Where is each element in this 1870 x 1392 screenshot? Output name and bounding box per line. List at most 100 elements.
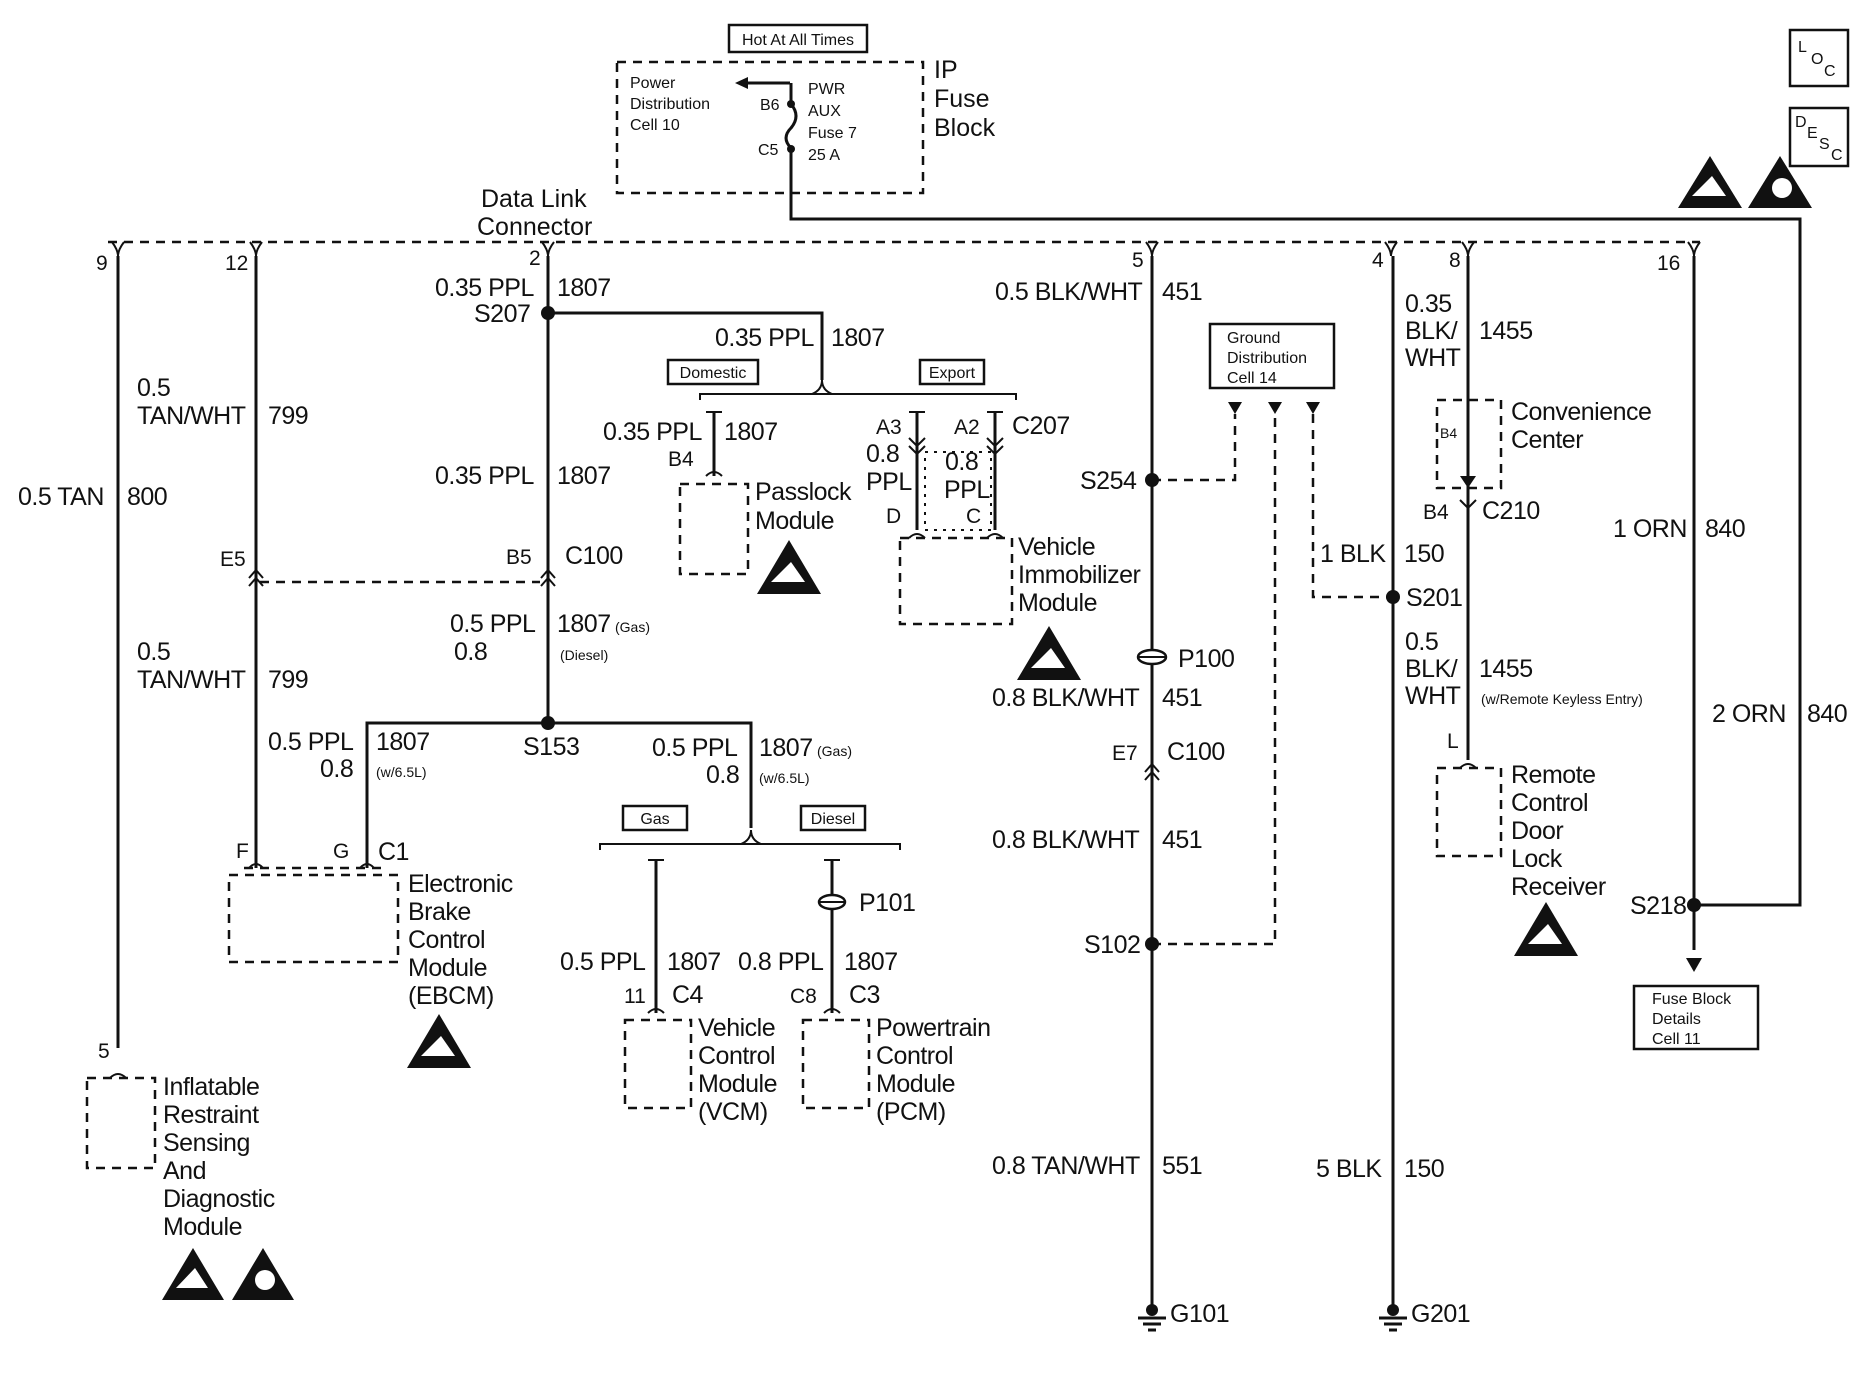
col12-lower-size: 0.5: [137, 638, 170, 666]
dlc-pin-ticks: [111, 241, 1701, 257]
sdm-module-outline: [85, 1076, 157, 1170]
passlock-label-1: Passlock: [755, 478, 852, 506]
airbag-warning-icon: [1748, 156, 1812, 208]
pcm-label-4: (PCM): [876, 1098, 946, 1126]
c100-conn-label: C100: [565, 542, 623, 570]
col12-lower-circuit: 799: [268, 666, 308, 694]
fuse-element-icon: [784, 83, 798, 150]
loc-icon-c: C: [1824, 63, 1836, 80]
vcm-module-outline: [623, 1018, 693, 1110]
fuse-label-2: AUX: [808, 103, 841, 120]
col5-c3: 451: [1162, 826, 1202, 854]
ebcm-label-1: Electronic: [408, 870, 513, 898]
conv-label-1: Convenience: [1511, 398, 1651, 426]
splice-s254-node: [1145, 473, 1159, 487]
c100-b5-tick: [540, 568, 556, 587]
fuse-block-details-arrow-icon: [1686, 958, 1702, 972]
col2-mid-wire: 0.35 PPL: [435, 462, 534, 490]
desc-icon-e: E: [1807, 125, 1818, 142]
col12-upper-size: 0.5: [137, 374, 170, 402]
vim-a2-color: PPL: [944, 476, 990, 504]
pcm-circuit: 1807: [844, 948, 898, 976]
gdc-box: [1208, 322, 1336, 390]
splice-s102-label: S102: [1084, 931, 1140, 959]
vim-esd-warning-icon: [1017, 626, 1081, 680]
pl-branch-wire: 0.35 PPL: [715, 324, 814, 352]
col5-w4: 0.8 TAN/WHT: [992, 1152, 1140, 1180]
col8-size1: 0.35: [1405, 290, 1452, 318]
col8-c1: 1455: [1479, 317, 1533, 345]
desc-icon-s: S: [1819, 136, 1830, 153]
convenience-center-outline: [1435, 398, 1503, 490]
pcm-label-3: Module: [876, 1070, 955, 1098]
vim-label-1: Vehicle: [1018, 533, 1095, 561]
col16-c1: 840: [1705, 515, 1745, 543]
conv-pin-b4-inner: B4: [1440, 425, 1457, 441]
ground-g201-icon: [1379, 1304, 1407, 1332]
splice-s201-label: S201: [1406, 584, 1462, 612]
sdm-label-4: And: [163, 1157, 206, 1185]
loc-icon-l: L: [1798, 39, 1807, 56]
fbd-label-2: Details: [1652, 1011, 1701, 1028]
vim-module-outline: [898, 536, 1014, 626]
pl-branch-circuit: 1807: [831, 324, 885, 352]
vim-label-3: Module: [1018, 589, 1097, 617]
hot-at-all-times-label: Hot At All Times: [742, 32, 854, 49]
splice-s207-label: S207: [474, 300, 530, 328]
col12-upper-circuit: 799: [268, 402, 308, 430]
splice-s218-node: [1687, 898, 1701, 912]
rcdlr-label-3: Door: [1511, 817, 1563, 845]
loc-icon: [1788, 28, 1850, 88]
col2-low-wire-1: 0.5 PPL: [450, 610, 536, 638]
col8-color2a: BLK/: [1405, 655, 1458, 683]
ebcm-wire-2: 0.8: [320, 755, 353, 783]
pl-circuit-label: 1807: [724, 418, 778, 446]
dlc-pin-4: 4: [1372, 249, 1384, 272]
ebcm-circuit: 1807: [376, 728, 430, 756]
c210-pin-b4: B4: [1423, 501, 1449, 524]
gdc-arrow-icons: [1228, 402, 1320, 414]
c100-e5-tick: [248, 568, 264, 587]
ebcm-esd-warning-icon: [407, 1014, 471, 1068]
vcm-label-2: Control: [698, 1042, 775, 1070]
vcm-wire: 0.5 PPL: [560, 948, 646, 976]
ebcm-conn-c1: C1: [378, 838, 409, 866]
ground-link-s201: [1311, 414, 1393, 599]
col2-low-circuit: 1807: [557, 610, 611, 638]
ip-fuse-block-title-3: Block: [934, 114, 996, 142]
pcm-option-bracket: [599, 829, 901, 850]
vcm-conn-ticks: [647, 859, 665, 1014]
fuse-pin-c5: C5: [758, 142, 779, 159]
dlc-pin-12: 12: [225, 252, 248, 275]
pdc-label-1: Power: [630, 75, 676, 92]
c100-pin-e7: E7: [1112, 742, 1138, 765]
ground-g101-label: G101: [1170, 1300, 1229, 1328]
esd-warning-icon: [1678, 156, 1742, 208]
dlc-pin-16: 16: [1657, 252, 1680, 275]
wire-1807-passlock-feed: [548, 311, 824, 380]
col9-circuit-label: 800: [127, 483, 167, 511]
col2-diesel-note: (Diesel): [560, 647, 608, 663]
c210-conn: C210: [1482, 497, 1540, 525]
c210-tick: [1459, 499, 1477, 510]
vim-label-2: Immobilizer: [1018, 561, 1140, 589]
splice-s254-label: S254: [1080, 467, 1137, 495]
ground-g201-label: G201: [1411, 1300, 1470, 1328]
dlc-title-1: Data Link: [481, 185, 587, 213]
ground-link-s102: [1152, 414, 1277, 946]
ebcm-note: (w/6.5L): [376, 764, 427, 780]
rcdlr-module-outline: [1435, 766, 1503, 858]
c100-e7-conn: C100: [1167, 738, 1225, 766]
c207-pin-a3: A3: [876, 416, 902, 439]
dlc-pin-9: 9: [96, 252, 108, 275]
sdm-label-2: Restraint: [163, 1101, 259, 1129]
vcm-conn-c4: C4: [672, 981, 704, 1009]
pcm-feed-wire-2: 0.8: [706, 761, 739, 789]
ebcm-pin-f: F: [236, 840, 249, 863]
fuse-label-1: PWR: [808, 81, 845, 98]
fbd-label-3: Cell 11: [1652, 1031, 1701, 1048]
c207-conn-ticks: [908, 411, 1004, 456]
col16-c2: 840: [1807, 700, 1847, 728]
ebcm-module-outline: [227, 873, 400, 964]
